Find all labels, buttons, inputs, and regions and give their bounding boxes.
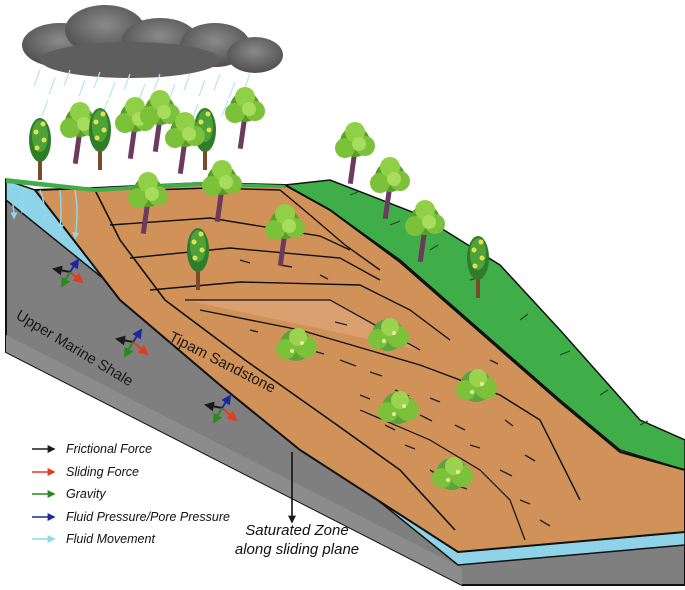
blue-arrow-icon xyxy=(30,512,58,522)
rain-cloud-icon xyxy=(22,5,283,78)
legend-label: Frictional Force xyxy=(66,442,152,456)
legend-item-fluid-pressure: Fluid Pressure/Pore Pressure xyxy=(30,506,290,529)
red-arrow-icon xyxy=(30,467,58,477)
legend-item-gravity: Gravity xyxy=(30,483,290,506)
legend-label: Fluid Movement xyxy=(66,532,155,546)
legend-item-frictional-force: Frictional Force xyxy=(30,438,290,461)
black-arrow-icon xyxy=(30,444,58,454)
legend-item-fluid-movement: Fluid Movement xyxy=(30,528,290,551)
green-arrow-icon xyxy=(30,489,58,499)
legend-label: Gravity xyxy=(66,487,106,501)
legend-label: Sliding Force xyxy=(66,465,139,479)
legend: Frictional Force Sliding Force Gravity F… xyxy=(30,438,290,551)
light-blue-arrow-icon xyxy=(30,534,58,544)
legend-label: Fluid Pressure/Pore Pressure xyxy=(66,510,230,524)
legend-item-sliding-force: Sliding Force xyxy=(30,461,290,484)
